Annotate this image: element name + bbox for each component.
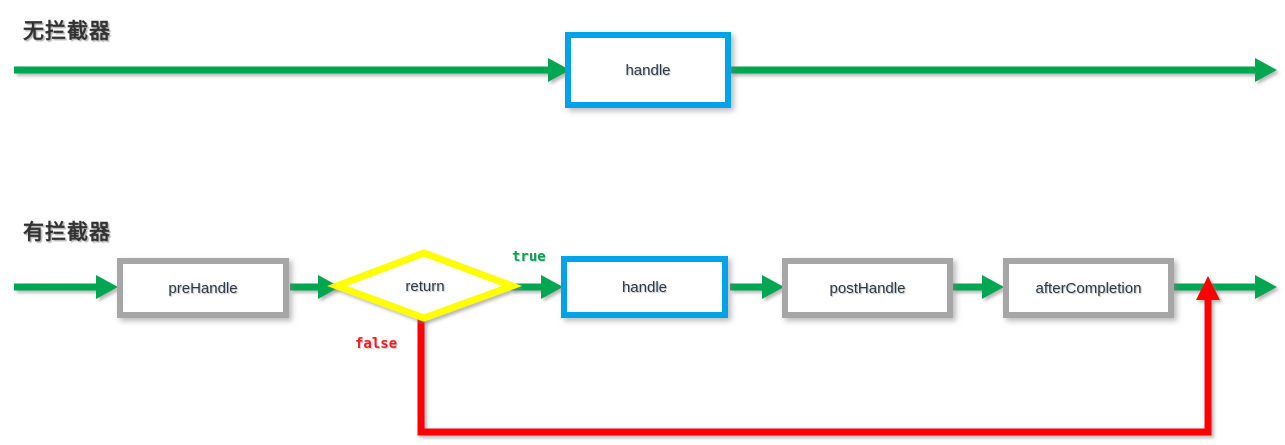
node-label-return: return [405,277,445,295]
section-title-with-interceptor: 有拦截器 [23,220,111,244]
edge-return-false-bypass [417,276,1220,436]
node-handle-with-interceptor[interactable]: handle [561,256,728,318]
edge-aftercompletion-to-end [1172,275,1277,299]
node-label-posthandle: postHandle [829,279,906,297]
edge-prehandle-to-return [290,275,340,299]
edge-handle-top-to-end [730,58,1277,82]
edge-start-to-prehandle [14,275,118,299]
node-label-handle-2: handle [621,278,668,296]
node-return-decision[interactable]: return [337,253,513,319]
node-aftercompletion[interactable]: afterCompletion [1003,258,1174,318]
node-posthandle[interactable]: postHandle [782,258,953,318]
node-prehandle[interactable]: preHandle [117,258,289,318]
decision-diamond-return-shape [326,249,523,322]
section-title-no-interceptor: 无拦截器 [23,19,111,43]
node-label-aftercompletion: afterCompletion [1035,279,1142,297]
edge-label-true: true [512,249,546,265]
edge-handle-to-posthandle [730,275,784,299]
edge-start-to-handle-top [14,58,570,82]
node-label-prehandle: preHandle [168,279,238,297]
node-label-handle: handle [625,61,671,79]
node-handle-no-interceptor[interactable]: handle [565,32,731,108]
edge-posthandle-to-aftercompletion [952,275,1004,299]
edge-label-false: false [355,336,398,352]
